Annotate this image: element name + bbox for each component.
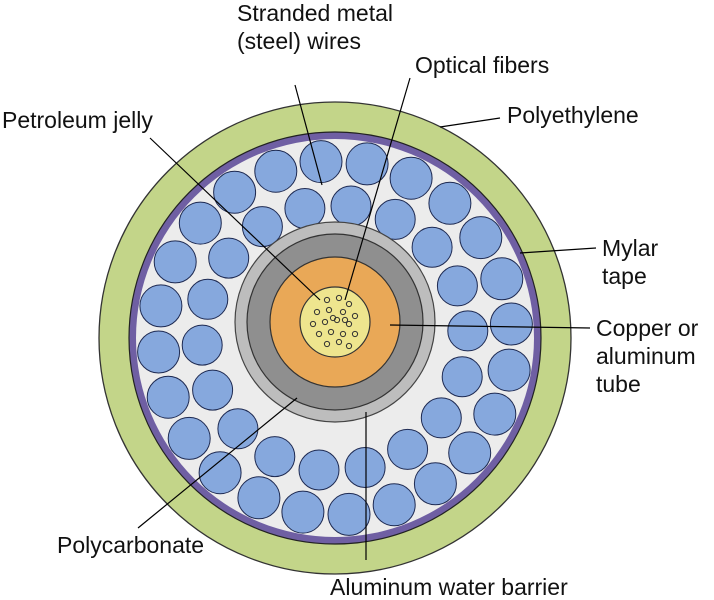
steel-wire	[208, 237, 250, 279]
steel-wire	[448, 431, 492, 475]
optical-fiber	[313, 308, 321, 316]
label-stranded-wires-line2: (steel) wires	[237, 28, 361, 54]
optical-fiber	[335, 338, 343, 346]
steel-wire	[345, 142, 389, 186]
leader-optical-fibers	[344, 77, 411, 301]
steel-wire	[441, 356, 483, 398]
steel-wire	[281, 490, 325, 534]
label-tube-line3: tube	[596, 371, 641, 397]
label-polyethylene: Polyethylene	[507, 102, 639, 128]
steel-wire	[137, 330, 181, 374]
steel-wire	[330, 185, 372, 227]
steel-wire	[473, 392, 517, 436]
steel-wire	[374, 198, 416, 240]
optical-fiber	[341, 316, 349, 324]
label-mylar-line2: tape	[602, 263, 647, 289]
label-petroleum-jelly: Petroleum jelly	[2, 107, 153, 133]
steel-wire	[153, 240, 197, 284]
steel-wire	[254, 149, 298, 193]
label-mylar-line1: Mylar	[602, 235, 659, 261]
steel-wire	[181, 324, 223, 366]
steel-wire	[389, 156, 433, 200]
optical-fiber	[323, 296, 331, 304]
label-tube-line1: Copper or	[596, 315, 699, 341]
optical-fiber	[339, 330, 347, 338]
steel-wire	[254, 436, 296, 478]
steel-wire	[480, 257, 524, 301]
optical-fiber	[339, 308, 347, 316]
optical-fiber	[325, 306, 333, 314]
leader-stranded-wires	[294, 84, 323, 186]
steel-wire	[411, 226, 453, 268]
steel-wire	[459, 216, 503, 260]
optical-fiber	[329, 314, 337, 322]
steel-wire	[387, 428, 429, 470]
stranded-wires-group	[137, 140, 533, 536]
steel-wire	[372, 483, 416, 527]
leader-polyethylene	[439, 117, 501, 128]
steel-wire	[299, 140, 343, 184]
optical-fiber	[345, 342, 353, 350]
steel-wire	[447, 310, 489, 352]
steel-wire	[146, 375, 190, 419]
steel-wire	[327, 492, 371, 536]
steel-wire	[344, 447, 386, 488]
steel-wire	[428, 181, 472, 225]
optical-fibers-group	[309, 294, 359, 350]
steel-wire	[167, 416, 211, 460]
steel-wire	[413, 462, 457, 506]
optical-fiber	[327, 328, 335, 336]
steel-wire	[298, 449, 340, 491]
steel-wire	[217, 408, 259, 450]
steel-wire	[436, 265, 478, 307]
optical-fiber	[309, 320, 317, 328]
optical-fiber	[345, 300, 353, 308]
label-water-barrier: Aluminum water barrier	[330, 574, 568, 600]
label-polycarbonate: Polycarbonate	[57, 532, 204, 558]
steel-wire	[178, 201, 222, 245]
steel-wire	[489, 302, 533, 346]
optical-fiber	[345, 320, 353, 328]
steel-wire	[284, 188, 326, 229]
leader-petroleum-jelly	[149, 137, 321, 301]
steel-wire	[198, 451, 242, 495]
leader-metal-tube	[389, 324, 591, 329]
steel-wire	[213, 170, 257, 214]
steel-wire	[192, 369, 234, 411]
steel-wire	[187, 278, 229, 320]
leader-polycarbonate	[137, 397, 298, 529]
optical-fiber	[321, 318, 329, 326]
optical-fiber	[351, 330, 359, 338]
label-tube-line2: aluminum	[596, 343, 696, 369]
steel-wire	[487, 348, 531, 392]
label-optical-fibers: Optical fibers	[415, 52, 549, 78]
optical-fiber	[323, 340, 331, 348]
optical-fiber	[315, 330, 323, 338]
optical-fiber	[351, 312, 359, 320]
optical-fiber	[335, 294, 343, 302]
label-stranded-wires-line1: Stranded metal	[237, 0, 393, 26]
steel-wire	[420, 397, 462, 439]
steel-wire	[237, 476, 281, 520]
steel-wire	[139, 284, 183, 328]
leader-mylar-tape	[519, 247, 597, 254]
